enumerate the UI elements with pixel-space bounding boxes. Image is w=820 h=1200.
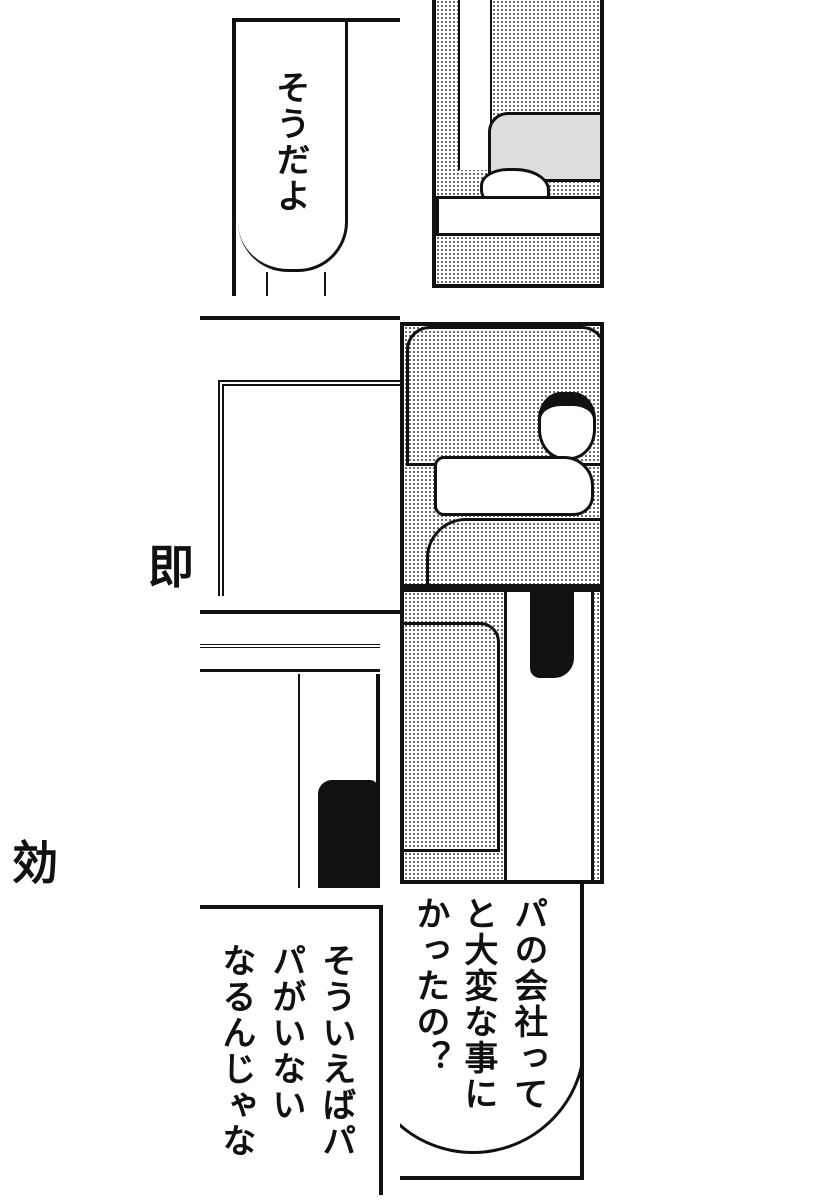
dialogue-line-3: なるんじゃな bbox=[215, 943, 256, 1159]
curtain-lines bbox=[266, 272, 326, 296]
door-frame bbox=[218, 380, 400, 596]
wall-edge bbox=[298, 674, 380, 888]
dialogue-line-1: そういえばパ bbox=[315, 943, 356, 1159]
dialogue-line-2: と大変な事に bbox=[457, 896, 498, 1112]
panel-speech-sodayo: そうだよ bbox=[232, 18, 400, 296]
sofa bbox=[404, 622, 500, 852]
speech-bubble bbox=[400, 884, 580, 1154]
shelf bbox=[200, 644, 380, 672]
panel-shelf bbox=[200, 610, 400, 888]
person-hair bbox=[530, 592, 574, 678]
panel-speech-company: パの会社って と大変な事に かったの？ bbox=[400, 880, 584, 1180]
panel-doorway bbox=[200, 316, 400, 596]
man-body bbox=[434, 456, 594, 516]
sfx-kou: 効 bbox=[12, 836, 58, 890]
speech-bubble bbox=[238, 22, 348, 272]
panel-text-souieba: そういえばパ パがいない なるんじゃな bbox=[200, 905, 383, 1195]
dialogue-text: そうだよ bbox=[269, 70, 310, 214]
man-head bbox=[538, 392, 596, 460]
dialogue-line-3: かったの？ bbox=[409, 896, 450, 1076]
sofa-arm bbox=[426, 518, 600, 584]
panel-sofa-cat bbox=[432, 0, 604, 288]
panel-standing-person bbox=[400, 588, 604, 884]
curtain bbox=[458, 0, 492, 170]
dialogue-line-1: パの会社って bbox=[507, 896, 548, 1112]
person-silhouette bbox=[318, 780, 378, 888]
sfx-soku: 即 bbox=[148, 540, 194, 594]
table bbox=[436, 196, 600, 236]
panel-sleeping-man bbox=[400, 322, 604, 588]
dialogue-line-2: パがいない bbox=[265, 943, 306, 1123]
